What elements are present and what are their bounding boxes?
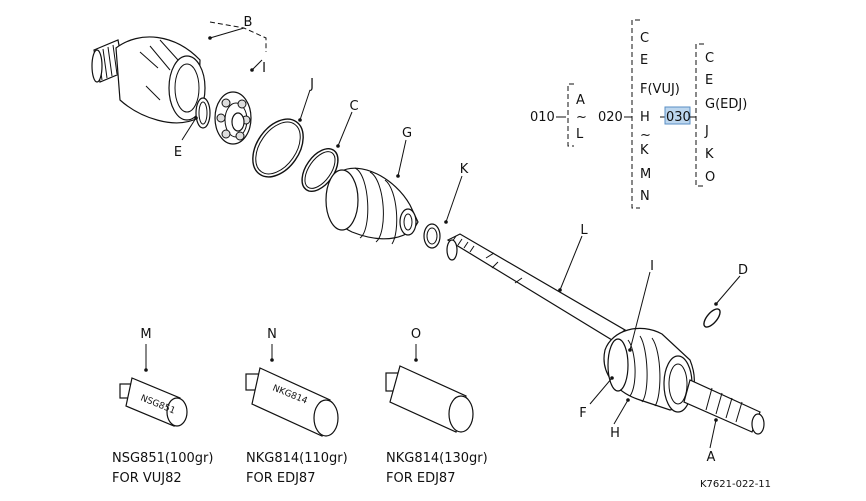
legend-020-item-1: E [640, 53, 648, 68]
label-i-top: I [262, 61, 266, 76]
legend-010-item-0: A [576, 93, 585, 108]
grease-n-caption-2: FOR EDJ87 [246, 471, 315, 486]
inner-joint-assembly[interactable] [603, 327, 765, 435]
snap-ring-d[interactable] [701, 306, 723, 329]
label-i: I [650, 259, 654, 274]
legend-030-code[interactable]: 030 [666, 110, 691, 125]
label-b: B [244, 15, 253, 30]
grease-o-caption-2: FOR EDJ87 [386, 471, 455, 486]
figure-id: K7621-022-11 [700, 479, 771, 490]
legend-030-highlight [664, 106, 691, 125]
kit-legend: 010 A ~ L 020 C E F(VUJ) H ~ K M N 030 C… [530, 19, 747, 209]
grease-o-caption-1: NKG814(130gr) [386, 451, 488, 466]
legend-020-item-4: ~ [640, 128, 651, 143]
label-o: O [411, 327, 421, 342]
grease-tube-n[interactable]: NKG814 [245, 367, 339, 437]
legend-030-item-3: J [704, 124, 709, 139]
boot-band-j[interactable] [242, 110, 313, 187]
label-m: M [140, 327, 151, 342]
legend-030-item-2: G(EDJ) [705, 97, 747, 112]
bearing-cage-i[interactable] [214, 91, 252, 145]
grease-n-caption-1: NKG814(110gr) [246, 451, 348, 466]
circlip-e[interactable] [195, 97, 211, 129]
legend-020-item-7: N [640, 189, 650, 204]
label-k: K [460, 162, 469, 177]
legend-020-item-6: M [640, 167, 651, 182]
legend-030-item-5: O [705, 170, 715, 185]
label-h: H [610, 426, 620, 441]
shaft-l[interactable] [446, 233, 627, 341]
legend-020-item-2: F(VUJ) [640, 82, 680, 97]
label-n: N [267, 327, 277, 342]
legend-010-code[interactable]: 010 [530, 110, 555, 125]
label-a: A [707, 450, 716, 465]
boot-g[interactable] [325, 167, 419, 245]
label-f: F [579, 406, 586, 421]
legend-030-item-1: E [705, 73, 713, 88]
label-c: C [349, 99, 358, 114]
legend-010-item-1: ~ [576, 110, 587, 125]
legend-020-item-5: K [640, 143, 649, 158]
grease-tube-o[interactable] [385, 365, 474, 433]
outer-joint-housing[interactable] [91, 36, 206, 124]
legend-030-item-4: K [705, 147, 714, 162]
legend-010-item-2: L [576, 127, 584, 142]
label-l: L [580, 223, 588, 238]
label-d: D [738, 263, 748, 278]
legend-020-code[interactable]: 020 [598, 110, 623, 125]
grease-tube-m[interactable]: NSG851 [119, 377, 188, 427]
label-j: J [309, 77, 314, 92]
legend-020-item-0: C [640, 31, 649, 46]
grease-m-caption-2: FOR VUJ82 [112, 471, 182, 486]
grease-m-caption-1: NSG851(100gr) [112, 451, 213, 466]
label-g: G [402, 126, 412, 141]
leader-lines [144, 21, 741, 449]
legend-030-item-0: C [705, 51, 714, 66]
snap-ring-k[interactable] [423, 223, 441, 249]
label-e: E [174, 145, 182, 160]
legend-020-item-3: H [640, 110, 650, 125]
